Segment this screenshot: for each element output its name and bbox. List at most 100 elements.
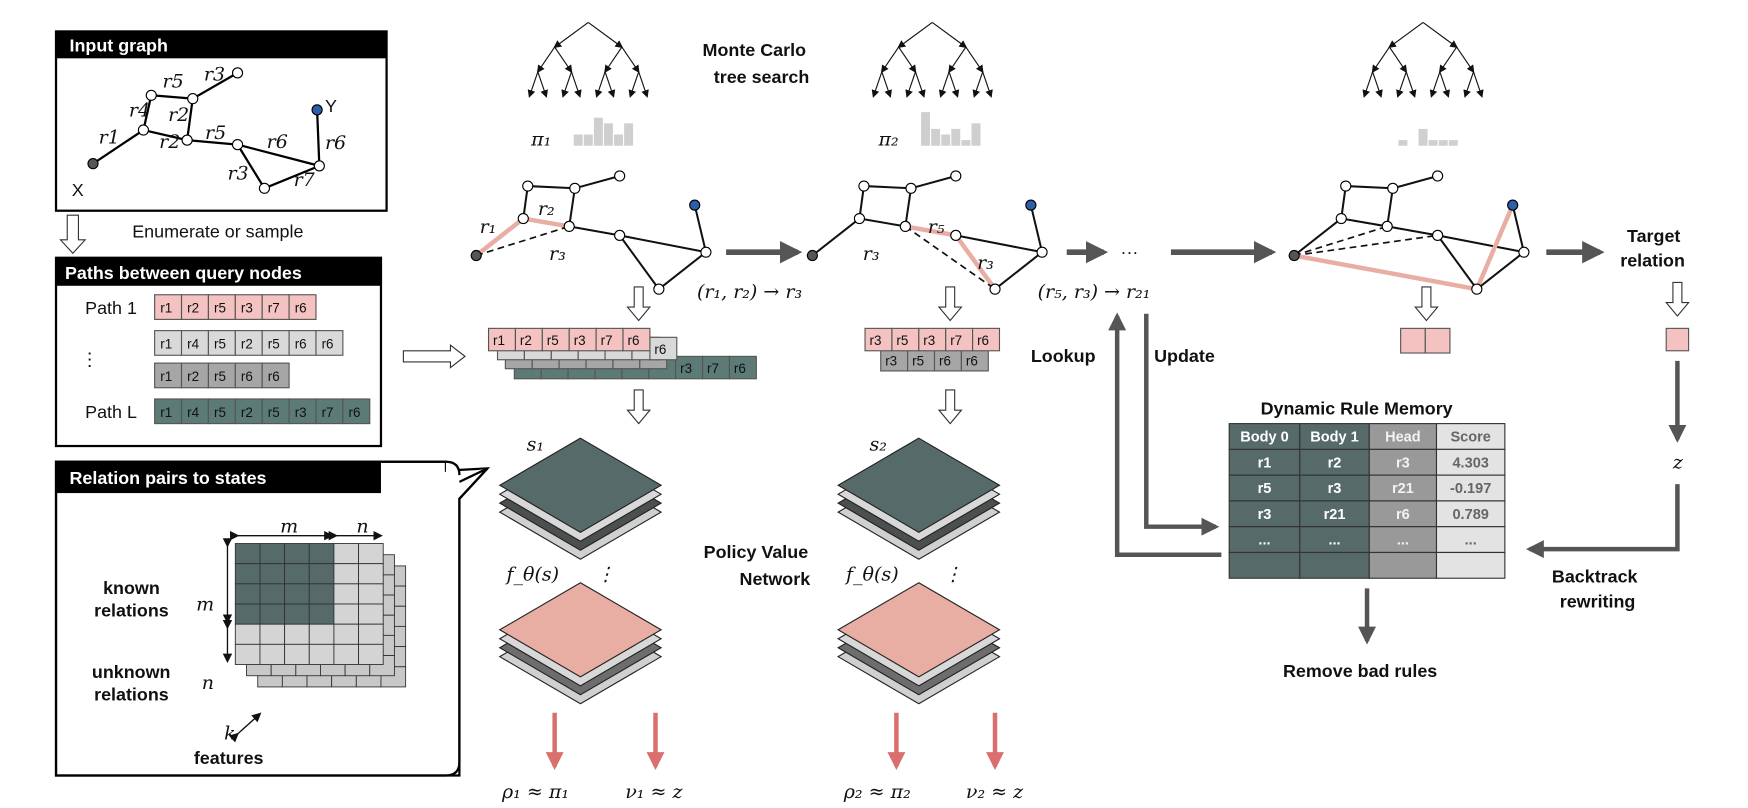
features-label: features <box>194 748 264 768</box>
graph-node <box>653 283 665 295</box>
graph-node <box>1036 246 1048 258</box>
matrix-cell <box>259 603 286 625</box>
tree-edge <box>1396 71 1407 98</box>
tree-edge <box>638 71 649 98</box>
edge-label: r6 <box>325 132 346 154</box>
table-cell-value: -0.197 <box>1450 481 1491 497</box>
policy-bar <box>961 140 971 146</box>
tree-edge <box>594 71 606 98</box>
tree-edge <box>570 71 582 98</box>
tree-edge <box>905 71 916 98</box>
state-layer <box>498 437 663 533</box>
policy-bar <box>921 112 931 146</box>
graph-node <box>137 124 150 136</box>
hollow-down-arrow-icon <box>937 286 963 322</box>
dashed-edge <box>1293 225 1388 257</box>
table-cell <box>1299 526 1370 554</box>
graph-node <box>614 170 626 182</box>
path-cell-label: r5 <box>214 337 226 352</box>
graph-edge <box>994 251 1043 290</box>
table-cell <box>1299 448 1370 476</box>
path-cell-label: r4 <box>187 337 199 352</box>
tree-edge <box>1372 71 1383 98</box>
tree-edge <box>1429 71 1441 98</box>
tree-edge <box>880 46 900 74</box>
matrix-cell <box>358 643 384 665</box>
table-cell <box>1228 448 1301 476</box>
matrix-cell <box>234 563 261 585</box>
table-header-cell <box>1435 423 1506 450</box>
path-cell-label: r6 <box>295 301 307 316</box>
graph-node <box>1507 199 1519 211</box>
tree-edge <box>628 71 640 98</box>
edge-label-r3-3: r₃ <box>977 252 994 274</box>
matrix-cell <box>333 563 360 585</box>
matrix-cell <box>308 603 335 625</box>
matrix-k-label: k <box>224 723 236 745</box>
path-cell-label: r5 <box>268 337 280 352</box>
dashed-edge <box>475 225 570 257</box>
path-cell <box>288 330 317 356</box>
tree-edge <box>1388 46 1408 74</box>
table-cell <box>1228 551 1301 579</box>
state-s1: s₁ <box>527 434 544 456</box>
graph-node <box>258 182 271 194</box>
update-label: Update <box>1154 346 1215 366</box>
path-cell-label: r4 <box>187 405 199 420</box>
matrix-cell <box>358 583 384 605</box>
known-label: known <box>103 578 160 598</box>
graph-edge <box>618 234 660 290</box>
graph-node <box>614 229 626 241</box>
path-cell-label: r5 <box>547 333 559 348</box>
target-relation-label-2: relation <box>1620 251 1685 271</box>
paths-title: Paths between query nodes <box>65 263 302 283</box>
path-cell-label: r7 <box>268 301 280 316</box>
policy-bar <box>931 128 941 146</box>
path-cell <box>180 294 209 320</box>
edge-label: r4 <box>129 100 150 122</box>
tree-edge <box>1362 71 1374 98</box>
table-cell-value: r1 <box>1258 455 1272 471</box>
path-cell-label: r1 <box>160 337 172 352</box>
edge-label: r3 <box>227 162 248 184</box>
table-cell <box>1228 500 1301 528</box>
graph-node <box>311 104 323 116</box>
table-cell-value: r3 <box>1258 507 1272 523</box>
graph-node <box>1518 246 1530 258</box>
matrix-cell <box>308 623 335 645</box>
path-cell <box>207 398 236 425</box>
edge-label-r1: r₁ <box>480 216 497 238</box>
graph-node <box>1432 170 1444 182</box>
tree-edge <box>1405 71 1417 98</box>
output-arrows <box>545 712 1004 771</box>
table-cell-value: ... <box>1258 533 1270 549</box>
matrix-cell <box>333 643 360 665</box>
graph-edge <box>237 143 320 167</box>
path-cell <box>622 327 651 352</box>
path-cell <box>180 330 209 356</box>
table-header: Body 1 <box>1310 430 1359 446</box>
tree-edge <box>898 46 917 74</box>
enumerate-label: Enumerate or sample <box>132 222 303 242</box>
tree-edge <box>1439 71 1450 98</box>
edge-label: r2 <box>159 131 180 153</box>
mcts-title: Monte Carlo <box>703 40 807 60</box>
path-cell-label: r3 <box>241 301 253 316</box>
graph-edge <box>187 139 238 146</box>
table-header-cell <box>1299 423 1370 450</box>
path-cell-label: r5 <box>912 353 924 368</box>
matrix-cell <box>259 643 286 665</box>
graph-node <box>563 220 575 233</box>
rule-2-label: (r₅, r₃) → r₂₁ <box>1038 281 1151 303</box>
edge-label: r7 <box>294 169 316 191</box>
graph-node <box>950 170 962 182</box>
path-cell-label: r2 <box>187 301 199 316</box>
matrix-cell <box>333 623 360 645</box>
tree-edge <box>1472 71 1484 98</box>
path-cell <box>261 330 290 356</box>
policy-bar <box>1428 140 1438 146</box>
graph-edge <box>811 217 861 257</box>
policy-bar <box>614 134 624 146</box>
